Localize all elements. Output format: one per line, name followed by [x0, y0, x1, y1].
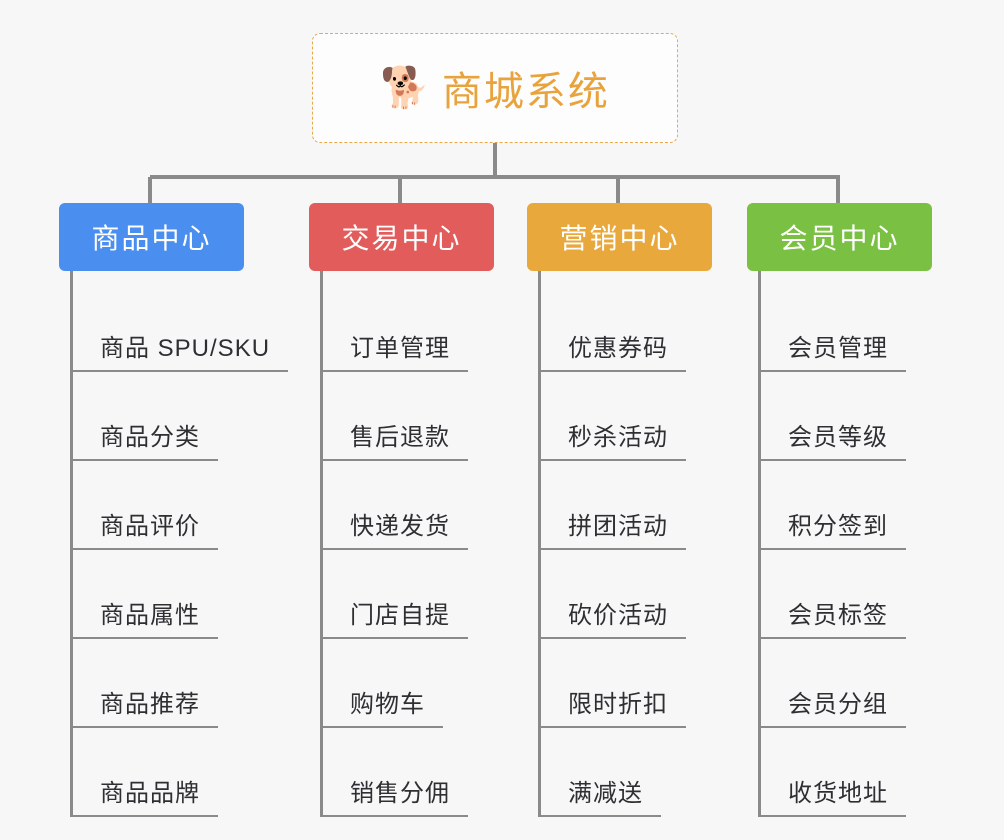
leaf-item[interactable]: 满减送 — [527, 728, 712, 817]
leaf-item-label: 销售分佣 — [320, 773, 468, 817]
leaf-item-label: 收货地址 — [758, 773, 906, 817]
leaf-item[interactable]: 砍价活动 — [527, 550, 712, 639]
leaf-item-label: 售后退款 — [320, 417, 468, 461]
leaf-item[interactable]: 商品属性 — [59, 550, 244, 639]
leaf-item[interactable]: 会员分组 — [747, 639, 932, 728]
leaf-item-label: 秒杀活动 — [538, 417, 686, 461]
branch-header-label: 交易中心 — [341, 223, 462, 254]
leaf-item-label: 会员标签 — [758, 595, 906, 639]
leaf-item[interactable]: 收货地址 — [747, 728, 932, 817]
branch-column-marketing: 营销中心 优惠券码秒杀活动拼团活动砍价活动限时折扣满减送 — [527, 203, 712, 817]
leaf-spine — [538, 271, 541, 817]
leaf-item-label: 商品品牌 — [70, 773, 218, 817]
leaf-item[interactable]: 积分签到 — [747, 461, 932, 550]
shiba-dog-emoji: 🐕 — [380, 66, 430, 110]
branch-header-label: 营销中心 — [559, 223, 680, 254]
leaf-item[interactable]: 商品推荐 — [59, 639, 244, 728]
leaf-item-label: 会员管理 — [758, 328, 906, 372]
leaf-list-product: 商品 SPU/SKU 商品分类商品评价商品属性商品推荐商品品牌 — [59, 271, 289, 817]
leaf-item-label: 商品评价 — [70, 506, 218, 550]
leaf-item[interactable]: 快递发货 — [309, 461, 494, 550]
branch-column-member: 会员中心 会员管理会员等级积分签到会员标签会员分组收货地址 — [747, 203, 932, 817]
leaf-item-label: 优惠券码 — [538, 328, 686, 372]
leaf-item[interactable]: 会员标签 — [747, 550, 932, 639]
leaf-item[interactable]: 售后退款 — [309, 372, 494, 461]
leaf-item[interactable]: 购物车 — [309, 639, 494, 728]
branch-header-label: 商品中心 — [91, 223, 212, 254]
leaf-spine — [320, 271, 323, 817]
root-title: 商城系统 — [441, 70, 610, 114]
branch-header-trade[interactable]: 交易中心 — [309, 203, 494, 271]
leaf-item-label: 商品属性 — [70, 595, 218, 639]
leaf-item-label: 快递发货 — [320, 506, 468, 550]
leaf-item-label: 商品推荐 — [70, 684, 218, 728]
leaf-item-label: 拼团活动 — [538, 506, 686, 550]
leaf-item-label: 门店自提 — [320, 595, 468, 639]
leaf-item-label: 会员等级 — [758, 417, 906, 461]
branch-header-label: 会员中心 — [779, 223, 900, 254]
branch-header-member[interactable]: 会员中心 — [747, 203, 932, 271]
leaf-item-label: 商品 SPU/SKU — [70, 328, 289, 372]
leaf-item-label: 会员分组 — [758, 684, 906, 728]
leaf-item[interactable]: 订单管理 — [309, 283, 494, 372]
leaf-item[interactable]: 商品 SPU/SKU — [59, 283, 289, 372]
leaf-item-label: 限时折扣 — [538, 684, 686, 728]
leaf-item[interactable]: 限时折扣 — [527, 639, 712, 728]
leaf-item[interactable]: 秒杀活动 — [527, 372, 712, 461]
leaf-spine — [758, 271, 761, 817]
leaf-item[interactable]: 优惠券码 — [527, 283, 712, 372]
leaf-item[interactable]: 商品品牌 — [59, 728, 244, 817]
leaf-list-trade: 订单管理售后退款快递发货门店自提购物车销售分佣 — [309, 271, 494, 817]
leaf-item[interactable]: 门店自提 — [309, 550, 494, 639]
branch-header-product[interactable]: 商品中心 — [59, 203, 244, 271]
leaf-spine — [70, 271, 73, 817]
leaf-item-label: 满减送 — [538, 773, 661, 817]
branch-column-product: 商品中心 商品 SPU/SKU 商品分类商品评价商品属性商品推荐商品品牌 — [59, 203, 289, 817]
leaf-item[interactable]: 会员管理 — [747, 283, 932, 372]
leaf-item-label: 商品分类 — [70, 417, 218, 461]
leaf-item-label: 订单管理 — [320, 328, 468, 372]
branch-header-marketing[interactable]: 营销中心 — [527, 203, 712, 271]
leaf-item[interactable]: 销售分佣 — [309, 728, 494, 817]
leaf-item-label: 砍价活动 — [538, 595, 686, 639]
leaf-list-marketing: 优惠券码秒杀活动拼团活动砍价活动限时折扣满减送 — [527, 271, 712, 817]
leaf-item-label: 积分签到 — [758, 506, 906, 550]
leaf-item[interactable]: 拼团活动 — [527, 461, 712, 550]
leaf-item-label: 购物车 — [320, 684, 443, 728]
leaf-item[interactable]: 商品评价 — [59, 461, 244, 550]
branch-column-trade: 交易中心 订单管理售后退款快递发货门店自提购物车销售分佣 — [309, 203, 494, 817]
root-node[interactable]: 🐕 商城系统 — [312, 33, 678, 143]
leaf-item[interactable]: 会员等级 — [747, 372, 932, 461]
leaf-list-member: 会员管理会员等级积分签到会员标签会员分组收货地址 — [747, 271, 932, 817]
leaf-item[interactable]: 商品分类 — [59, 372, 244, 461]
